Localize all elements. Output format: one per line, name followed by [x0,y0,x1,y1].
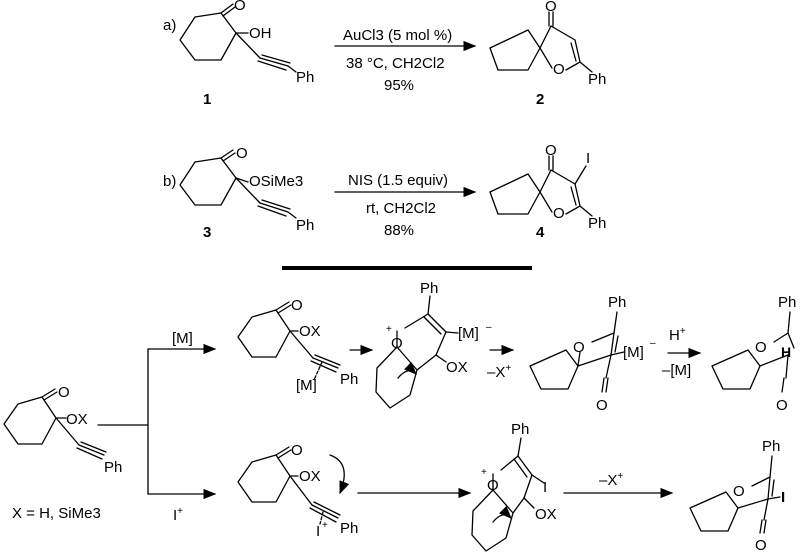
svg-text:O: O [553,61,565,78]
compound-3-number: 3 [203,224,211,241]
svg-text:+: + [481,467,487,478]
conditions-a-1: AuCl3 (5 mol %) [343,27,452,44]
svg-text:OSiMe3: OSiMe3 [249,173,303,190]
metal-pi-complex: O OX [M] Ph [237,297,358,394]
svg-text:OX: OX [299,323,321,340]
svg-text:Ph: Ph [762,438,780,455]
svg-text:[M]: [M] [458,325,479,342]
svg-text:–: – [486,322,492,333]
yield-b: 88% [384,222,414,239]
svg-text:OX: OX [299,468,321,485]
svg-text:O: O [291,297,303,314]
furanone-product-h: O O Ph H [711,294,796,414]
conditions-a-2: 38 °C, CH2Cl2 [346,55,445,72]
svg-text:O: O [776,397,788,414]
metal-path-label: [M] [172,330,193,347]
svg-text:Ph: Ph [296,217,314,234]
iodine-path-label: I+ [173,506,183,524]
compound-2-number: 2 [536,91,544,108]
svg-text:OX: OX [66,411,88,428]
svg-text:Ph: Ph [420,280,438,297]
yield-a: 95% [384,77,414,94]
svg-text:Ph: Ph [608,294,626,311]
svg-text:Ph: Ph [588,71,606,88]
x-definition: X = H, SiMe3 [12,505,101,522]
svg-text:OX: OX [446,359,468,376]
svg-text:O: O [291,442,303,459]
svg-text:[M]: [M] [296,377,317,394]
compound-1-number: 1 [203,91,211,108]
conditions-b-2: rt, CH2Cl2 [366,200,436,217]
svg-text:O: O [755,537,767,553]
svg-text:Ph: Ph [511,421,529,438]
svg-text:O: O [234,0,246,14]
svg-text:O: O [545,142,557,159]
reaction-a-label: a) [163,17,176,34]
iodine-label: I [781,489,785,506]
hydrogen-label: H [781,344,791,360]
svg-text:O: O [573,339,585,356]
deprotection-label-top: –X+ [487,363,511,381]
svg-text:O: O [596,397,608,414]
svg-text:O: O [391,335,403,352]
svg-text:Ph: Ph [104,459,122,476]
oxocarbenium-iodo: O + Ph I OX [471,421,557,552]
svg-text:Ph: Ph [296,69,314,86]
mechanism-start: O OX Ph [3,384,122,476]
deprotection-label-bottom: –X+ [599,471,623,489]
svg-text:O: O [733,483,745,500]
compound-4: O O I Ph [489,142,606,232]
protonation-label-bottom: –[M] [662,362,691,379]
svg-text:O: O [755,339,767,356]
svg-text:Ph: Ph [588,215,606,232]
compound-2: O O Ph [489,0,606,88]
svg-text:Ph: Ph [778,294,796,311]
svg-text:Ph: Ph [340,371,358,388]
svg-text:O: O [487,477,499,494]
svg-text:–: – [650,338,656,349]
iodonium-complex: O OX I+ Ph [237,442,358,540]
svg-text:I: I [316,523,320,540]
iodofuranone-product: O O Ph [689,438,781,553]
oxocarbenium-metal: O + Ph [M] – OX [375,280,492,409]
svg-text:O: O [58,384,70,401]
svg-text:O: O [236,145,248,162]
reaction-b-label: b) [163,173,176,190]
svg-text:+: + [386,324,392,335]
svg-text:OX: OX [535,506,557,523]
svg-text:O: O [545,0,557,15]
protonation-label-top: H+ [669,326,686,344]
svg-text:+: + [322,520,328,531]
svg-text:Ph: Ph [340,520,358,537]
svg-text:I: I [586,150,590,167]
conditions-b-1: NIS (1.5 equiv) [348,172,448,189]
compound-3: O OSiMe3 Ph [179,145,314,234]
compound-1: O OH Ph [179,0,314,86]
svg-text:OH: OH [249,25,272,42]
svg-text:O: O [553,205,565,222]
compound-4-number: 4 [536,224,545,241]
svg-text:[M]: [M] [623,344,644,361]
metalated-furanone: O O Ph [M] – [529,294,656,414]
svg-text:I: I [543,479,547,496]
